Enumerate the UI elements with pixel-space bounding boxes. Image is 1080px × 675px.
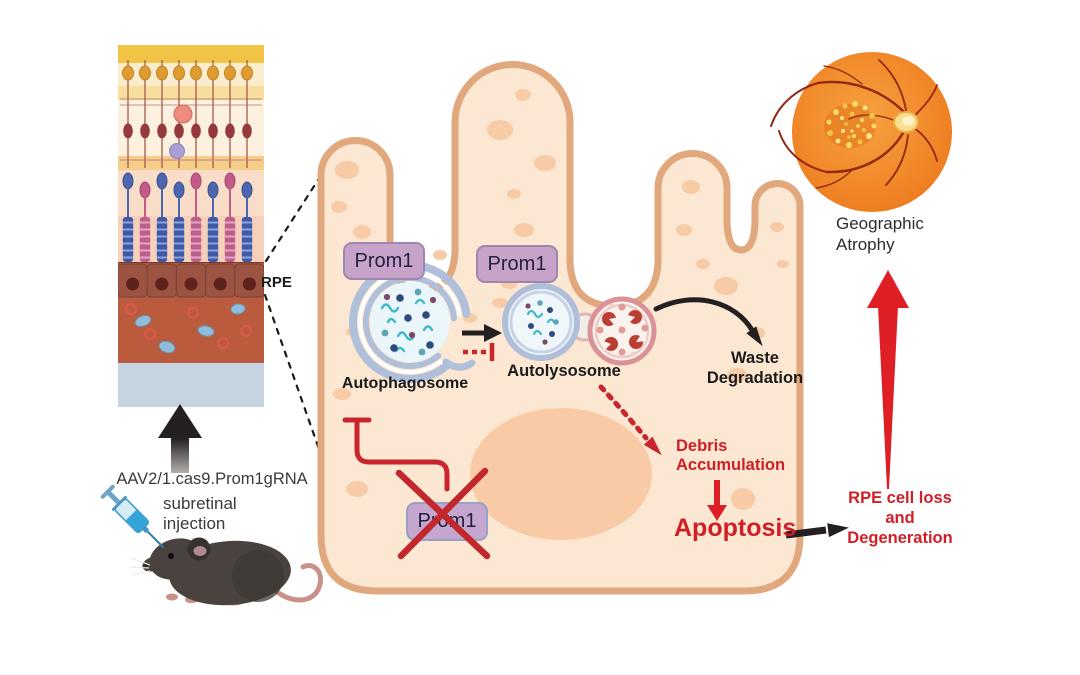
red-up-arrow xyxy=(867,270,909,489)
mouse-icon xyxy=(128,537,323,606)
injection-label-line23: subretinal injection xyxy=(163,494,237,534)
retina-cross-section xyxy=(118,45,264,407)
fundus-image xyxy=(770,52,952,212)
injection-up-arrow xyxy=(158,404,202,473)
rpe-layer xyxy=(118,263,264,298)
autolysosome-label: Autolysosome xyxy=(507,362,621,380)
waste-arrow xyxy=(653,297,763,347)
maturation-arrow xyxy=(462,324,502,342)
injection-label-line1: AAV2/1.cas9.Prom1gRNA xyxy=(116,470,308,488)
rpe-cell-loss-label: RPE cell loss and Degeneration xyxy=(847,489,953,547)
prom1-badge-label: Prom1 xyxy=(487,252,547,275)
zoom-dashed-lines xyxy=(263,150,338,454)
geographic-atrophy-label: Geographic Atrophy xyxy=(836,214,924,255)
prom1-inhibition-line xyxy=(342,417,450,492)
autophagosome-label: Autophagosome xyxy=(341,375,469,392)
nucleus xyxy=(470,408,652,540)
prom1-badge-autophagosome: Prom1 xyxy=(343,242,425,280)
rpe-layer-label: RPE xyxy=(261,274,292,291)
syringe-icon xyxy=(100,484,165,549)
debris-dotted-arrow xyxy=(598,384,662,456)
prom1-badge-label: Prom1 xyxy=(417,510,477,532)
waste-degradation-label: Waste Degradation xyxy=(706,349,804,387)
rpe-cell-outline xyxy=(317,61,804,595)
prom1-badge-autolysosome: Prom1 xyxy=(476,245,558,283)
prom1-badge-label: Prom1 xyxy=(354,249,414,272)
prom1-badge-knockout: Prom1 xyxy=(406,502,488,541)
ga-lesion xyxy=(826,101,877,148)
debris-accumulation-label: Debris Accumulation xyxy=(676,437,786,474)
autolysosome-icon xyxy=(502,283,657,366)
apoptosis-label: Apoptosis xyxy=(674,514,797,542)
block-dashed-inhibitor xyxy=(463,343,495,361)
